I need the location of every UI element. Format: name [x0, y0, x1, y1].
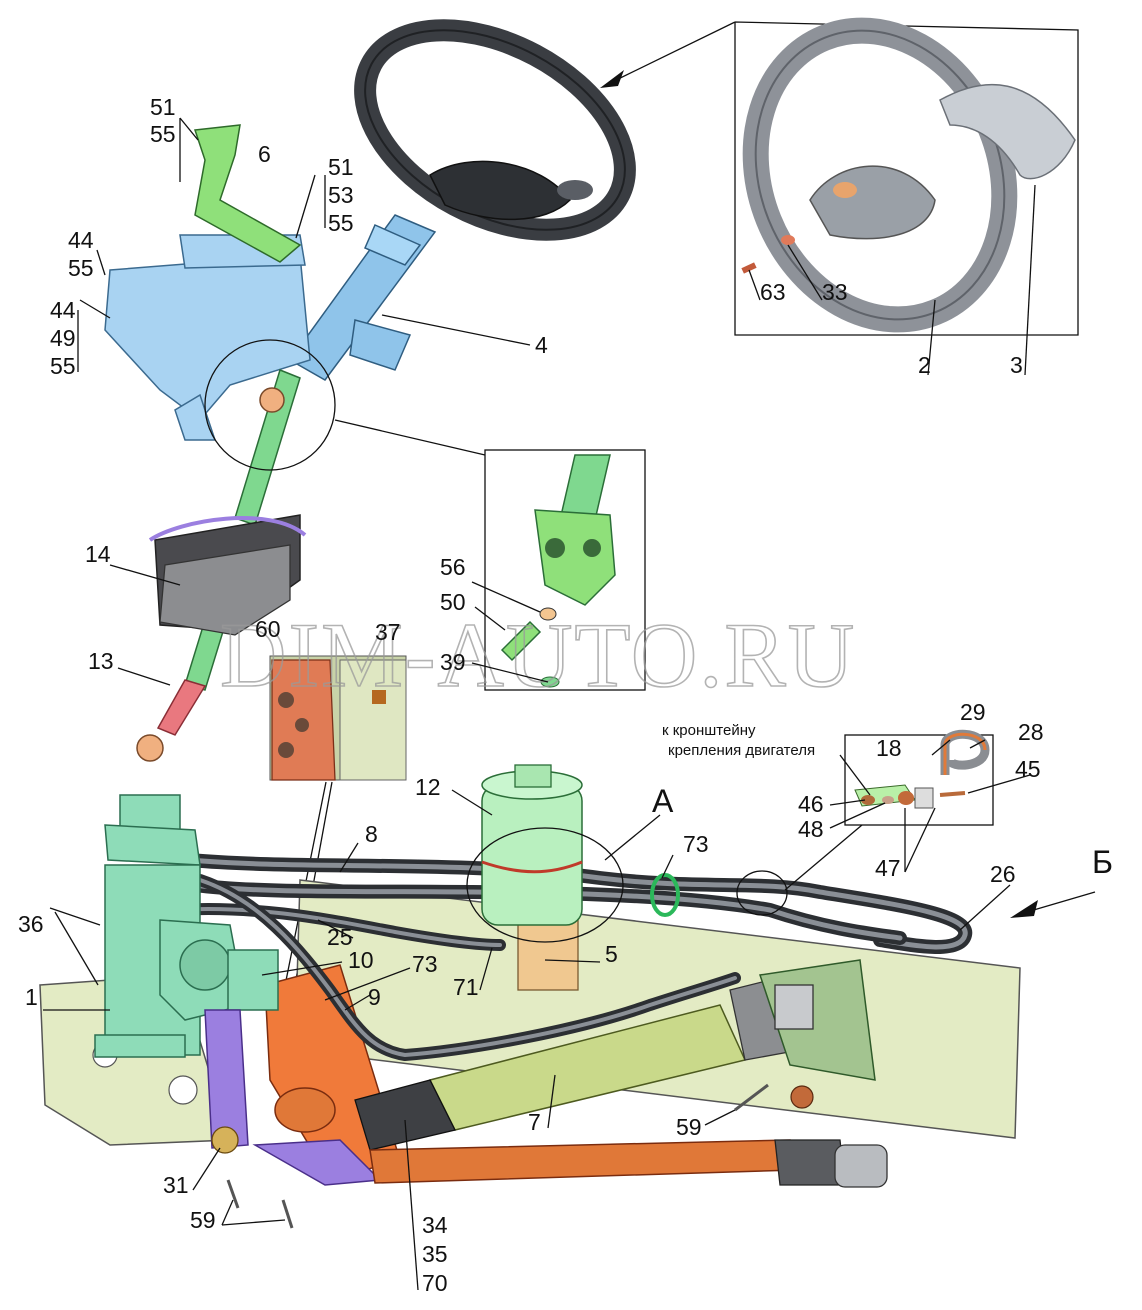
label-33: 33	[822, 279, 848, 305]
part-labels: 51 55 6 51 53 55 44 55 44 49 55 4 2 3 63…	[18, 94, 1113, 1296]
label-9: 9	[368, 984, 381, 1010]
label-44: 44	[68, 227, 94, 253]
pitman-arm	[204, 1009, 249, 1149]
label-55: 55	[150, 121, 176, 147]
note-line-1: к кронштейну	[662, 722, 756, 739]
label-63: 63	[760, 279, 786, 305]
label-46: 46	[798, 791, 824, 817]
part-63	[741, 262, 757, 274]
callout-circle-b	[736, 870, 788, 916]
label-56: 56	[440, 554, 466, 580]
label-13: 13	[88, 648, 114, 674]
callout-circle-a	[466, 827, 624, 943]
label-55: 55	[50, 353, 76, 379]
label-55: 55	[68, 255, 94, 281]
label-26: 26	[990, 861, 1016, 887]
label-51: 51	[150, 94, 176, 120]
label-71: 71	[453, 974, 479, 1000]
label-4: 4	[535, 332, 548, 358]
label-73: 73	[412, 951, 438, 977]
part-6	[193, 124, 302, 263]
label-44: 44	[50, 297, 76, 323]
label-A: А	[652, 783, 674, 819]
label-29: 29	[960, 699, 986, 725]
inset-steering-wheel	[734, 17, 1079, 376]
label-37: 37	[375, 619, 401, 645]
inset-bracket	[269, 655, 407, 781]
label-10: 10	[348, 947, 374, 973]
label-48: 48	[798, 816, 824, 842]
inset-wheel-hub	[809, 165, 936, 240]
part-14-boot	[148, 514, 307, 636]
label-50: 50	[440, 589, 466, 615]
label-47: 47	[875, 855, 901, 881]
inset-universal-joint	[484, 449, 646, 691]
label-53: 53	[328, 182, 354, 208]
label-5: 5	[605, 941, 618, 967]
label-25: 25	[327, 924, 353, 950]
label-31: 31	[163, 1172, 189, 1198]
label-28: 28	[1018, 719, 1044, 745]
label-45: 45	[1015, 756, 1041, 782]
part-7-power-cylinder	[354, 959, 876, 1151]
hoses	[169, 853, 973, 1062]
pedal-bracket	[104, 124, 311, 441]
steering-wheel	[354, 19, 636, 241]
label-8: 8	[365, 821, 378, 847]
label-55: 55	[328, 210, 354, 236]
label-73: 73	[683, 831, 709, 857]
label-49: 49	[50, 325, 76, 351]
label-36: 36	[18, 911, 44, 937]
label-6: 6	[258, 141, 271, 167]
label-59: 59	[676, 1114, 702, 1140]
label-B: Б	[1092, 844, 1113, 880]
label-3: 3	[1010, 352, 1023, 378]
label-14: 14	[85, 541, 111, 567]
label-34: 34	[422, 1212, 448, 1238]
arrow-b-head	[1010, 900, 1038, 918]
tie-rod-assembly	[204, 1009, 888, 1188]
part-13	[156, 679, 207, 736]
arrow-head	[600, 70, 624, 88]
label-51: 51	[328, 154, 354, 180]
label-70: 70	[422, 1270, 448, 1296]
steering-gear	[94, 794, 279, 1058]
part-33	[781, 235, 795, 245]
inset-nut	[833, 182, 857, 198]
inset-engine-bracket	[839, 729, 994, 826]
inset-horn-cover	[939, 83, 1076, 180]
label-7: 7	[528, 1109, 541, 1135]
steering-column	[288, 214, 437, 381]
clamp-73	[650, 873, 680, 917]
label-18: 18	[876, 735, 902, 761]
label-1: 1	[25, 984, 38, 1010]
label-60: 60	[255, 616, 281, 642]
leader-lines	[43, 117, 1031, 1291]
part-12-reservoir	[481, 764, 583, 991]
label-39: 39	[440, 649, 466, 675]
callout-circle-joint	[204, 339, 336, 471]
watermark: DIM-AUTO.RU	[220, 604, 856, 706]
inset-frame	[734, 21, 1079, 336]
label-59: 59	[190, 1207, 216, 1233]
label-35: 35	[422, 1241, 448, 1267]
part-70-tie-rod	[369, 1139, 796, 1184]
label-2: 2	[918, 352, 931, 378]
note-line-2: крепления двигателя	[668, 742, 815, 759]
label-12: 12	[415, 774, 441, 800]
intermediate-shaft	[136, 369, 301, 762]
